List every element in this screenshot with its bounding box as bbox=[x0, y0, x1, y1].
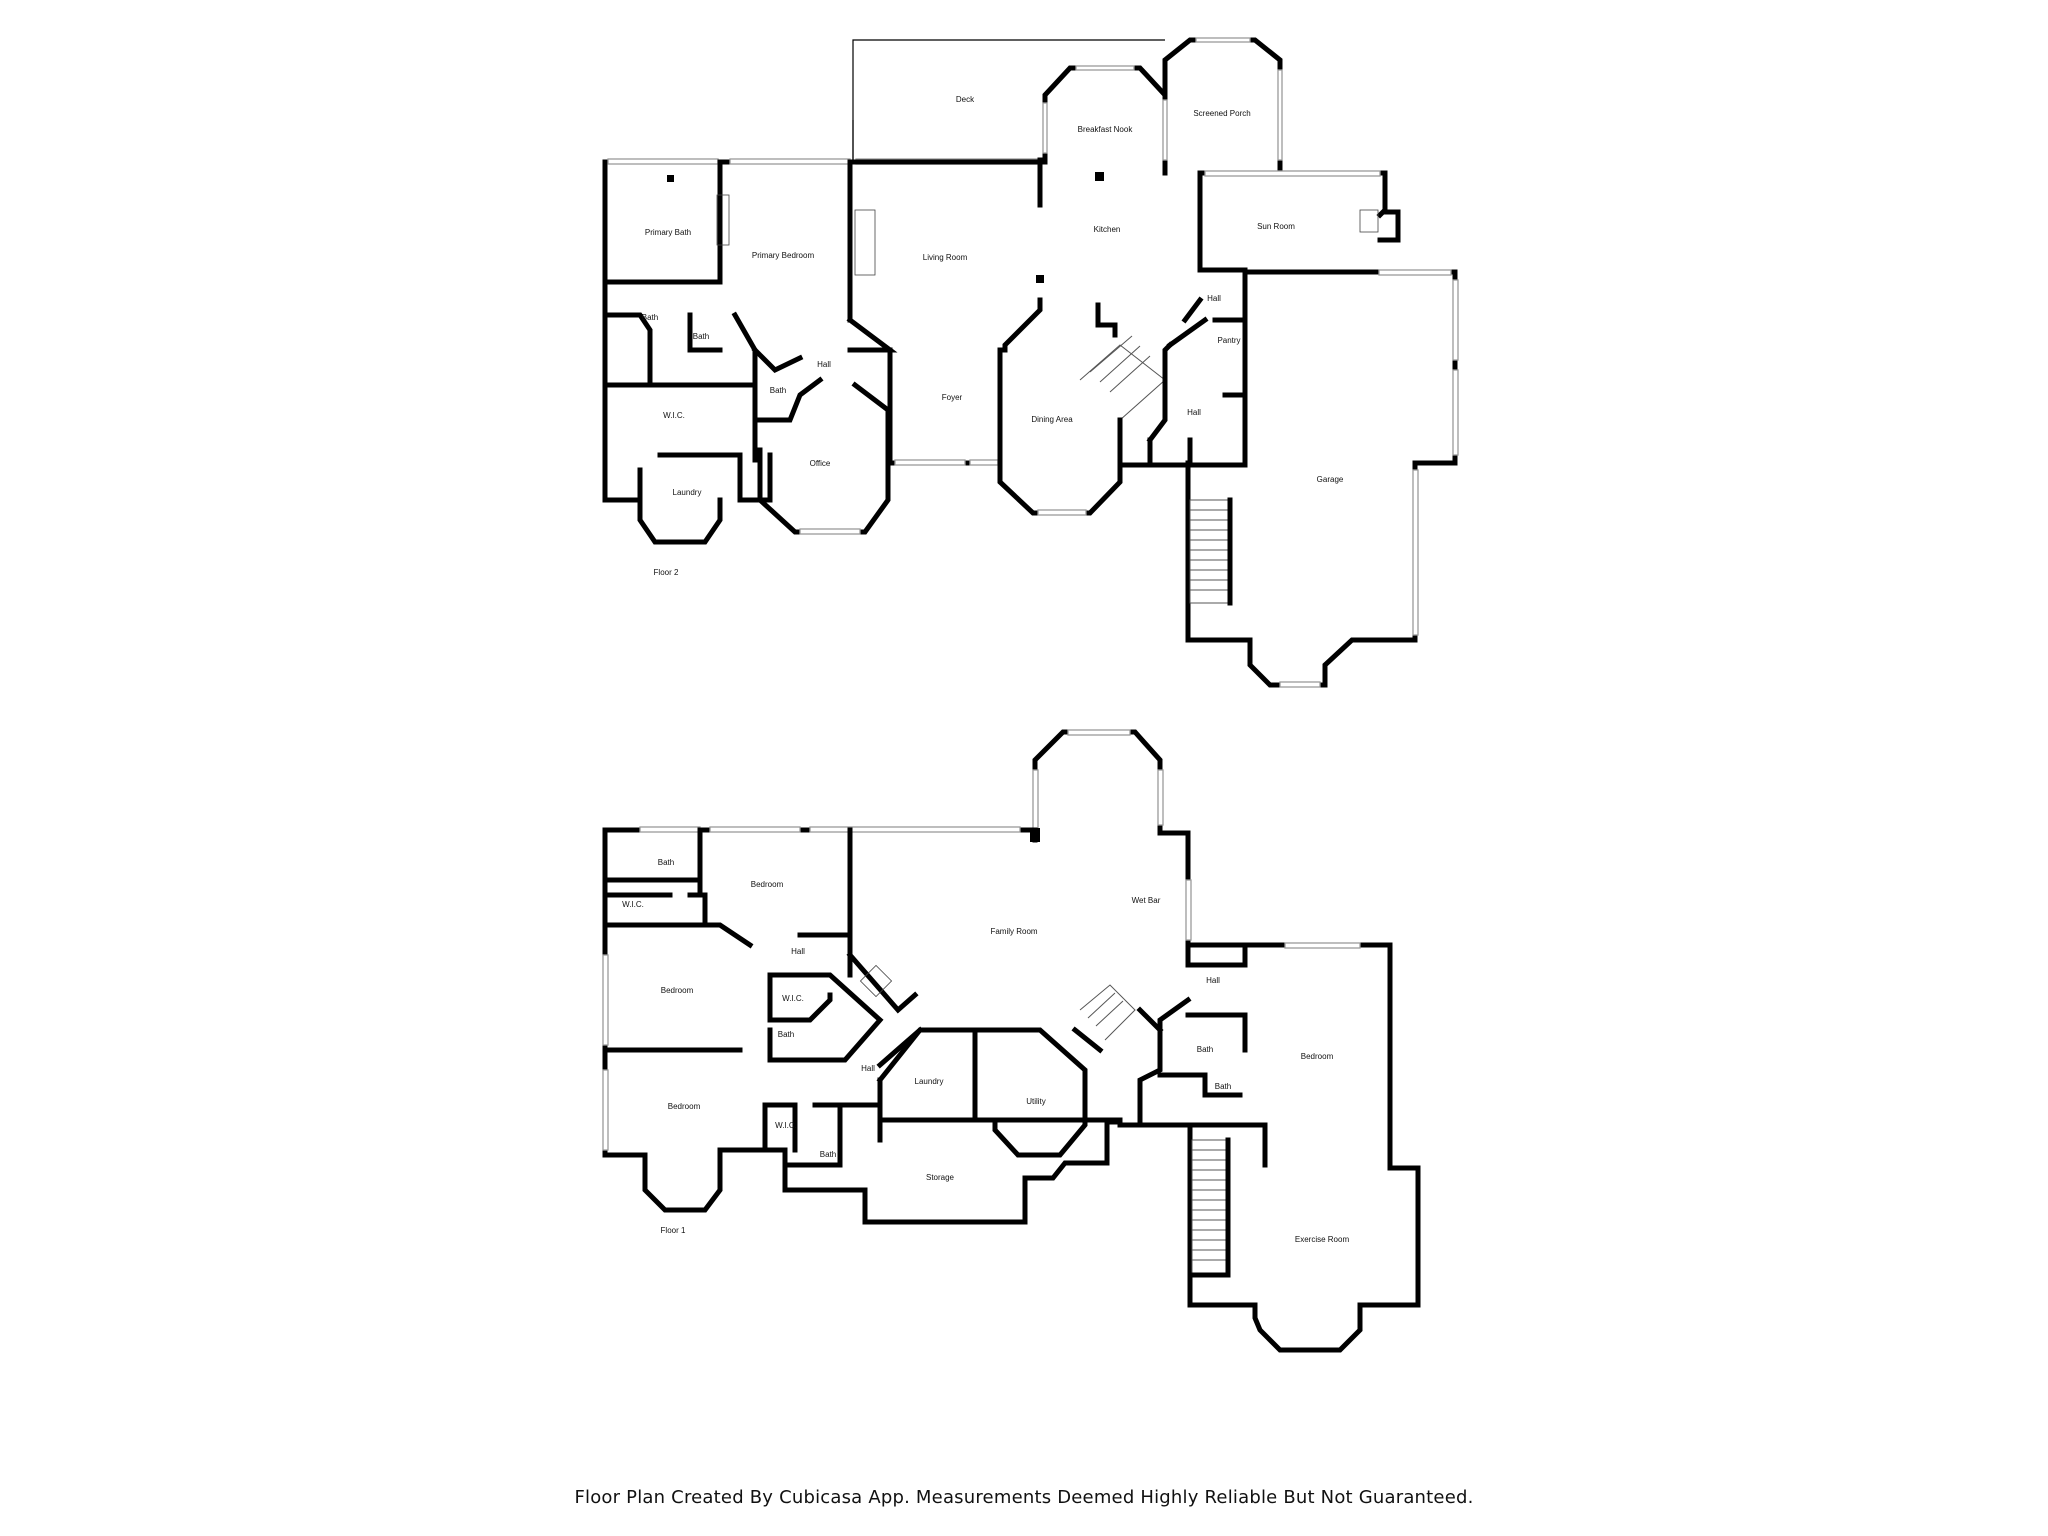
room-label-garage: Garage bbox=[1317, 475, 1344, 484]
room-label-hall: Hall bbox=[1206, 976, 1220, 985]
room-label-deck: Deck bbox=[956, 95, 975, 104]
room-label-bedroom: Bedroom bbox=[668, 1102, 701, 1111]
room-label-wic: W.I.C. bbox=[782, 994, 804, 1003]
room-label-wic: W.I.C. bbox=[663, 411, 685, 420]
family-room-bay bbox=[1032, 729, 1163, 843]
sun-room-outline bbox=[1197, 170, 1388, 219]
floor1-north-wall bbox=[602, 827, 1421, 1353]
room-label-bath: Bath bbox=[820, 1150, 836, 1159]
room-label-laundry: Laundry bbox=[915, 1077, 944, 1086]
dining-area-bay bbox=[997, 437, 1123, 516]
floor-1-plan: Bath Bedroom W.I.C. Wet Bar Family Room … bbox=[602, 729, 1421, 1353]
room-label-bath: Bath bbox=[770, 386, 786, 395]
room-label-bedroom: Bedroom bbox=[661, 986, 694, 995]
room-label-bath: Bath bbox=[778, 1030, 794, 1039]
room-label-laundry: Laundry bbox=[673, 488, 702, 497]
room-label-wic: W.I.C. bbox=[622, 900, 644, 909]
screened-porch-outline bbox=[1162, 37, 1283, 176]
room-label-bath: Bath bbox=[642, 313, 658, 322]
room-label-bath: Bath bbox=[1215, 1082, 1231, 1091]
room-label-screened-porch: Screened Porch bbox=[1193, 109, 1250, 118]
room-label-office: Office bbox=[810, 459, 831, 468]
floor-2-label: Floor 2 bbox=[654, 568, 679, 577]
room-label-primary-bedroom: Primary Bedroom bbox=[752, 251, 815, 260]
room-label-bath: Bath bbox=[693, 332, 709, 341]
room-label-bedroom: Bedroom bbox=[751, 880, 784, 889]
room-label-pantry: Pantry bbox=[1217, 336, 1240, 345]
garage-outline bbox=[1185, 269, 1458, 688]
breakfast-nook-bay bbox=[1042, 65, 1168, 176]
room-label-dining-area: Dining Area bbox=[1031, 415, 1073, 424]
room-label-wic: W.I.C. bbox=[775, 1121, 797, 1130]
room-label-hall: Hall bbox=[791, 947, 805, 956]
room-label-hall: Hall bbox=[817, 360, 831, 369]
room-label-primary-bath: Primary Bath bbox=[645, 228, 691, 237]
room-label-bath: Bath bbox=[1197, 1045, 1213, 1054]
deck-outline bbox=[852, 39, 1165, 160]
room-label-hall: Hall bbox=[861, 1064, 875, 1073]
floor-2-plan: Deck Breakfast Nook Screened Porch Prima… bbox=[602, 37, 1459, 688]
room-label-breakfast-nook: Breakfast Nook bbox=[1078, 125, 1134, 134]
room-label-bath: Bath bbox=[658, 858, 674, 867]
room-label-living-room: Living Room bbox=[923, 253, 968, 262]
room-label-utility: Utility bbox=[1026, 1097, 1046, 1106]
room-label-family-room: Family Room bbox=[990, 927, 1037, 936]
room-label-wet-bar: Wet Bar bbox=[1132, 896, 1161, 905]
floor-1-label: Floor 1 bbox=[661, 1226, 686, 1235]
room-label-bedroom: Bedroom bbox=[1301, 1052, 1334, 1061]
room-label-sun-room: Sun Room bbox=[1257, 222, 1295, 231]
room-label-storage: Storage bbox=[926, 1173, 955, 1182]
footer-disclaimer: Floor Plan Created By Cubicasa App. Meas… bbox=[574, 1487, 1474, 1508]
room-label-foyer: Foyer bbox=[942, 393, 963, 402]
room-label-kitchen: Kitchen bbox=[1094, 225, 1121, 234]
room-label-exercise-room: Exercise Room bbox=[1295, 1235, 1350, 1244]
room-label-hall: Hall bbox=[1187, 408, 1201, 417]
room-label-hall: Hall bbox=[1207, 294, 1221, 303]
